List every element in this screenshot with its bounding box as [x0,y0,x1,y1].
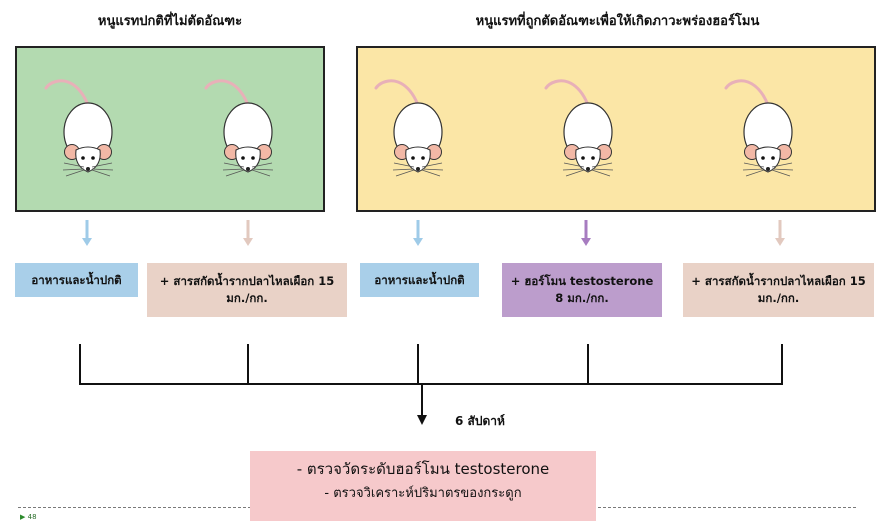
page-number-text: 48 [28,513,37,521]
treatment-box-castrated-normal: อาหารและน้ำปกติ [360,263,479,297]
castrated-group-title: หนูแรทที่ถูกตัดอัณฑะเพื่อให้เกิดภาวะพร่อ… [360,10,875,31]
arrow-down-icon [241,220,255,248]
page-marker-icon: ▶ [20,513,25,521]
treatment-box-castrated-hormone: + ฮอร์โมน testosterone 8 มก./กก. [502,263,662,317]
treatment-box-control-extract: + สารสกัดน้ำรากปลาไหลเผือก 15 มก./กก. [147,263,347,317]
outcome-item: - ตรวจวิเคราะห์ปริมาตรของกระดูก [250,483,596,505]
connector-lines [0,330,884,470]
arrow-down-icon [411,220,425,248]
rat-icon [198,68,298,178]
rat-icon [538,68,638,178]
arrow-down-icon [773,220,787,248]
rat-icon [718,68,818,178]
outcome-box: - ตรวจวัดระดับฮอร์โมน testosterone - ตรว… [250,451,596,521]
duration-label: 6 สัปดาห์ [455,412,505,431]
outcome-item: - ตรวจวัดระดับฮอร์โมน testosterone [250,457,596,483]
treatment-box-castrated-extract: + สารสกัดน้ำรากปลาไหลเผือก 15 มก./กก. [683,263,874,317]
rat-icon [38,68,138,178]
treatment-box-control-normal: อาหารและน้ำปกติ [15,263,138,297]
arrow-down-icon [579,220,593,248]
page-number: ▶ 48 [20,513,37,521]
arrow-down-icon [80,220,94,248]
rat-icon [368,68,468,178]
control-group-title: หนูแรทปกติที่ไม่ตัดอัณฑะ [15,10,325,31]
